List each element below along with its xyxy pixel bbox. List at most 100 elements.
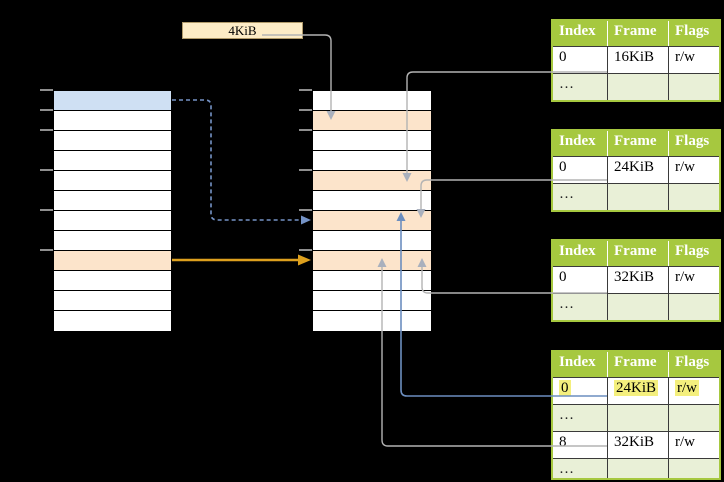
table-row: … [553, 293, 719, 320]
table-cell: r/w [668, 378, 719, 404]
table-cell [668, 294, 719, 320]
table-header-cell: Index [559, 243, 596, 259]
table-header-cell: Index [559, 133, 596, 149]
table-cell: 24KiB [607, 378, 668, 404]
cell-text: r/w [675, 269, 695, 285]
table-cell: r/w [668, 267, 719, 293]
cell-text: … [559, 186, 574, 202]
cell-text: 32KiB [614, 269, 655, 285]
left-column-tick [40, 129, 53, 131]
connector-virtual-page-dashed [172, 99, 311, 225]
cell-text: 16KiB [614, 49, 655, 65]
middle-column-tick [299, 209, 312, 211]
table-cell: 0 [553, 378, 607, 404]
table-cell: 0 [553, 47, 607, 73]
table-row: 0 32KiB r/w [553, 266, 719, 293]
memory-row-blue [54, 91, 171, 111]
table-cell: 32KiB [607, 432, 668, 458]
table-cell: 0 [553, 267, 607, 293]
table-cell: 16KiB [607, 47, 668, 73]
highlighted-cell-text: 0 [559, 380, 571, 396]
cell-text: … [559, 296, 574, 312]
cell-text: … [559, 407, 574, 423]
table-row: … [553, 458, 719, 478]
table-cell: 32KiB [607, 267, 668, 293]
table-row: … [553, 183, 719, 210]
left-column-tick [40, 209, 53, 211]
memory-row-orange [313, 211, 431, 231]
table-cell [607, 294, 668, 320]
middle-column-tick [299, 109, 312, 111]
highlighted-cell-text: 24KiB [614, 380, 659, 396]
memory-row-white [54, 151, 171, 171]
memory-row-white [54, 111, 171, 131]
memory-row-white [54, 131, 171, 151]
cell-text: r/w [675, 49, 695, 65]
memory-row-white [313, 131, 431, 151]
memory-row-white [313, 311, 431, 331]
table-header-cell: Frame [607, 241, 668, 266]
left-memory-column [53, 90, 172, 332]
memory-row-white [313, 231, 431, 251]
table-cell [607, 405, 668, 431]
table-cell [607, 184, 668, 210]
cell-text: 0 [559, 49, 567, 65]
cell-text: r/w [675, 434, 695, 450]
page-size-label: 4KiB [182, 22, 303, 39]
table-header-cell: Flags [668, 352, 719, 377]
memory-row-white [54, 211, 171, 231]
table-header-cell: Flags [668, 21, 719, 46]
cell-text: 8 [559, 434, 567, 450]
table-header-cell: Flags [668, 131, 719, 156]
middle-column-tick [299, 89, 312, 91]
table-header-cell: Flags [668, 241, 719, 266]
memory-row-orange [313, 171, 431, 191]
memory-row-white [313, 291, 431, 311]
middle-memory-column [312, 90, 432, 332]
table-row: 8 32KiB r/w [553, 431, 719, 458]
memory-row-white [54, 311, 171, 331]
cell-text: … [559, 76, 574, 92]
memory-row-white [54, 291, 171, 311]
memory-row-white [54, 231, 171, 251]
cell-text: … [559, 461, 574, 477]
memory-row-white [54, 191, 171, 211]
cell-text: 0 [559, 159, 567, 175]
connector-virtual-page-orange [172, 254, 311, 266]
memory-row-white [313, 191, 431, 211]
memory-row-orange [313, 251, 431, 271]
table-cell [668, 459, 719, 478]
left-column-tick [40, 169, 53, 171]
table-row: 0 16KiB r/w [553, 46, 719, 73]
table-cell: … [553, 459, 607, 478]
left-column-tick [40, 249, 53, 251]
cell-text: 32KiB [614, 434, 655, 450]
table-row: … [553, 73, 719, 100]
cell-text: r/w [675, 159, 695, 175]
memory-row-orange [313, 111, 431, 131]
table-row: 0 24KiB r/w [553, 156, 719, 183]
middle-column-tick [299, 129, 312, 131]
table-cell: … [553, 294, 607, 320]
table-cell: … [553, 405, 607, 431]
table-cell: 24KiB [607, 157, 668, 183]
table-cell: 0 [553, 157, 607, 183]
table-cell: … [553, 74, 607, 100]
left-column-tick [40, 89, 53, 91]
table-row: … [553, 404, 719, 431]
table-cell: … [553, 184, 607, 210]
table-cell: r/w [668, 47, 719, 73]
table-cell: r/w [668, 157, 719, 183]
middle-column-tick [299, 249, 312, 251]
memory-row-white [313, 271, 431, 291]
cell-text: 24KiB [614, 159, 655, 175]
